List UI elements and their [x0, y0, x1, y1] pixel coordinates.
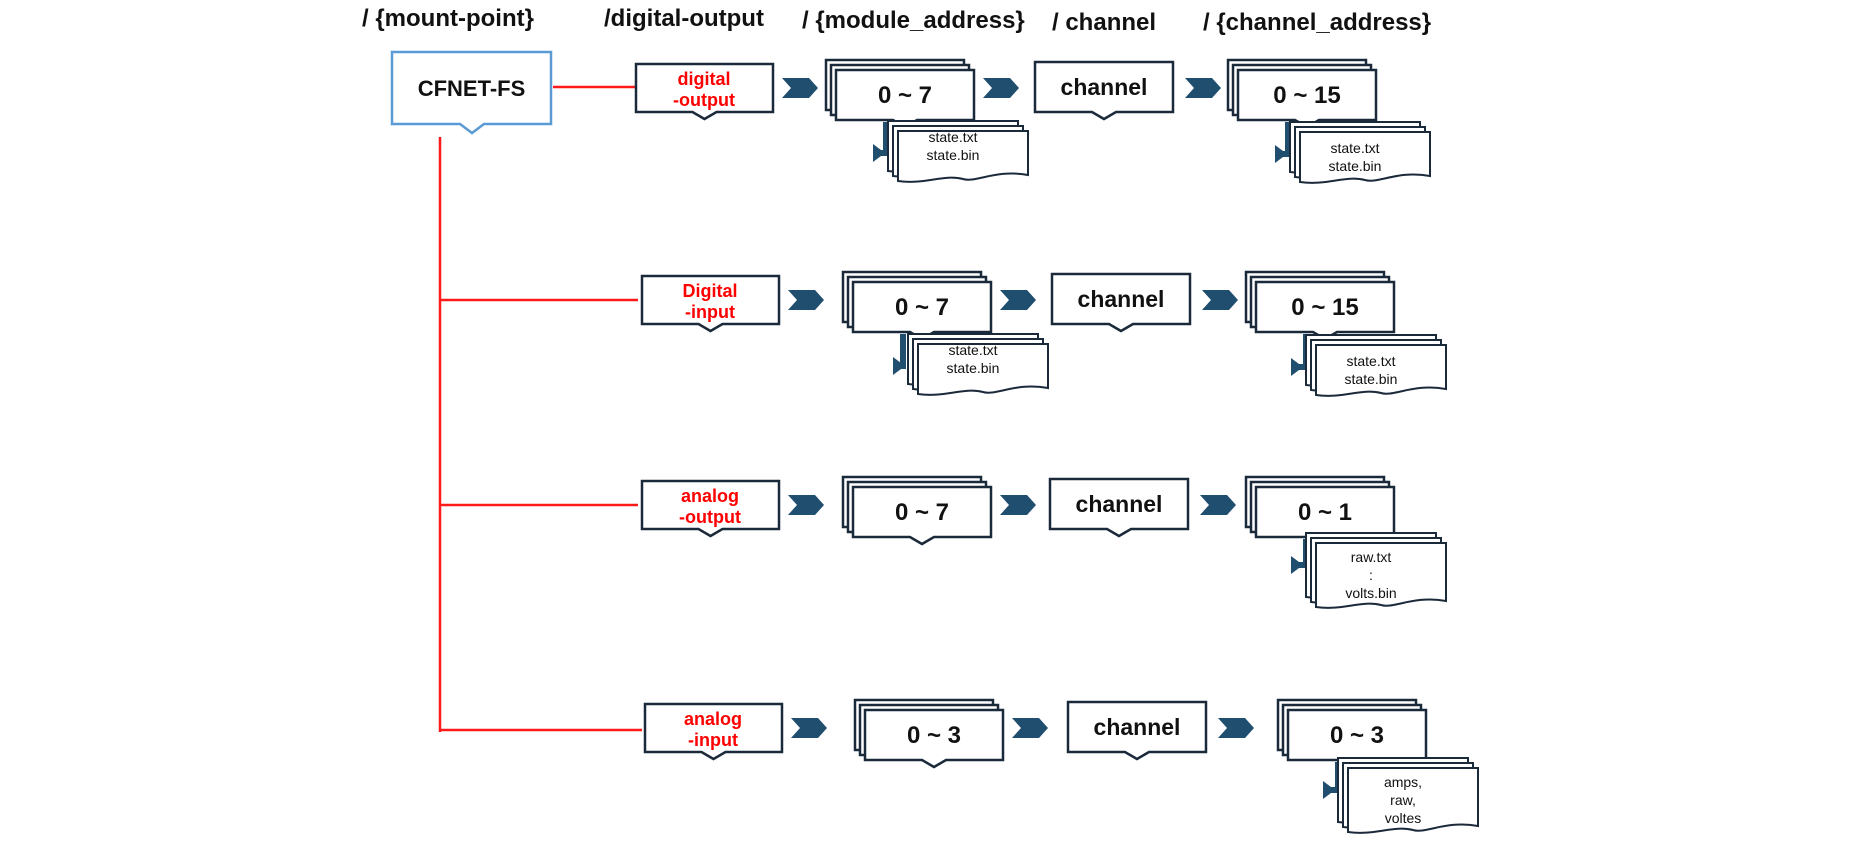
channel-file-line-1: state.txt: [1330, 140, 1379, 156]
channel-box: [1066, 700, 1208, 761]
chevron-right-icon: [1000, 495, 1036, 515]
channel-box: [1050, 272, 1192, 333]
channel-label: channel: [1078, 286, 1165, 312]
type-label-line-1: Digital: [682, 281, 737, 301]
module-range: 0 ~ 7: [895, 294, 949, 321]
type-box: [640, 274, 781, 333]
channel-range: 0 ~ 1: [1298, 499, 1352, 526]
elbow-arrow-icon: [1275, 122, 1291, 163]
channel-address-stack: [1226, 58, 1378, 129]
type-label-line-2: -output: [673, 90, 735, 110]
row-2: Digital-input 0 ~ 7 channel 0 ~ 15 state.txt…: [640, 270, 1447, 397]
header-mount-point: / {mount-point}: [362, 5, 534, 32]
channel-range: 0 ~ 15: [1273, 82, 1340, 109]
chevron-right-icon: [791, 718, 827, 738]
module-files-stack-layer-3: [917, 343, 1049, 396]
channel-box: [1048, 477, 1190, 538]
channel-label: channel: [1076, 491, 1163, 517]
module-address-stack: [841, 475, 993, 546]
channel-file-line-2: state.bin: [1329, 158, 1382, 174]
channel-file-line-1: raw.txt: [1351, 549, 1392, 565]
module-files-stack-layer-3: [897, 130, 1029, 183]
module-range: 0 ~ 7: [895, 499, 949, 526]
elbow-arrow-icon: [873, 122, 889, 162]
channel-files-stack-layer-3: [1315, 344, 1447, 397]
type-label-line-1: analog: [681, 486, 739, 506]
header-channel-address: / {channel_address}: [1203, 9, 1431, 36]
channel-file-line-2: :: [1369, 567, 1373, 583]
type-label-line-2: -input: [688, 730, 738, 750]
channel-box: [1033, 60, 1175, 121]
channel-file-line-3: volts.bin: [1345, 585, 1396, 601]
elbow-arrow-icon: [1323, 762, 1341, 799]
chevron-right-icon: [788, 290, 824, 310]
row-4: analog-input 0 ~ 3 channel 0 ~ 3 amps, raw, vo…: [643, 698, 1479, 834]
channel-files-stack-layer-3: [1347, 767, 1479, 834]
channel-files-stack: [1337, 757, 1479, 834]
channel-files-stack-layer-3: [1315, 542, 1447, 609]
module-address-stack-front: [863, 708, 1005, 769]
channel-files-stack: [1305, 334, 1447, 397]
channel-file-line-2: state.bin: [1345, 371, 1398, 387]
module-files-stack: [907, 333, 1049, 396]
type-box: [640, 479, 781, 538]
elbow-arrow-icon: [1291, 334, 1309, 376]
channel-range: 0 ~ 15: [1291, 294, 1358, 321]
module-address-stack: [841, 270, 993, 341]
channel-files-stack: [1305, 532, 1447, 609]
chevron-right-icon: [1200, 495, 1236, 515]
module-address-stack: [853, 698, 1005, 769]
chevron-right-icon: [1000, 290, 1036, 310]
module-address-stack-front: [851, 485, 993, 546]
tree-connectors: [438, 85, 642, 732]
chevron-right-icon: [1185, 78, 1221, 98]
module-file-line-2: state.bin: [947, 360, 1000, 376]
channel-address-stack: [1276, 698, 1428, 769]
channel-files-stack: [1289, 121, 1431, 184]
module-file-line-2: state.bin: [927, 147, 980, 163]
row-3: analog-output 0 ~ 7 channel 0 ~ 1 raw.txt: vo…: [640, 475, 1447, 609]
module-file-line-1: state.txt: [948, 342, 997, 358]
elbow-arrow-icon: [1291, 539, 1309, 574]
type-label-line-1: digital: [678, 69, 731, 89]
type-box: [643, 702, 784, 761]
root-label: CFNET-FS: [418, 76, 526, 101]
channel-file-line-1: state.txt: [1346, 353, 1395, 369]
channel-label: channel: [1061, 74, 1148, 100]
module-range: 0 ~ 3: [907, 722, 961, 749]
channel-address-stack: [1244, 475, 1396, 546]
module-address-stack: [824, 58, 976, 129]
root-node: CFNET-FS: [390, 50, 553, 135]
module-files-stack: [887, 120, 1029, 183]
channel-file-line-1: amps,: [1384, 774, 1422, 790]
channel-label: channel: [1094, 714, 1181, 740]
channel-file-line-3: voltes: [1385, 810, 1422, 826]
chevron-right-icon: [1202, 290, 1238, 310]
channel-file-line-2: raw,: [1390, 792, 1416, 808]
channel-address-stack: [1244, 270, 1396, 341]
chevron-right-icon: [983, 78, 1019, 98]
type-label-line-1: analog: [684, 709, 742, 729]
chevron-right-icon: [788, 495, 824, 515]
header-type: /digital-output: [604, 5, 764, 32]
channel-files-stack-layer-3: [1299, 131, 1431, 184]
chevron-right-icon: [782, 78, 818, 98]
module-file-line-1: state.txt: [928, 129, 977, 145]
row-1: digital-output 0 ~ 7 channel 0 ~ 15 state.tx…: [634, 58, 1431, 184]
type-label-line-2: -output: [679, 507, 741, 527]
chevron-right-icon: [1012, 718, 1048, 738]
header-channel: / channel: [1052, 9, 1156, 36]
type-label-line-2: -input: [685, 302, 735, 322]
chevron-right-icon: [1218, 718, 1254, 738]
type-box: [634, 62, 775, 121]
elbow-arrow-icon: [893, 334, 906, 375]
header-module-address: / {module_address}: [802, 7, 1025, 34]
channel-range: 0 ~ 3: [1330, 722, 1384, 749]
module-range: 0 ~ 7: [878, 82, 932, 109]
